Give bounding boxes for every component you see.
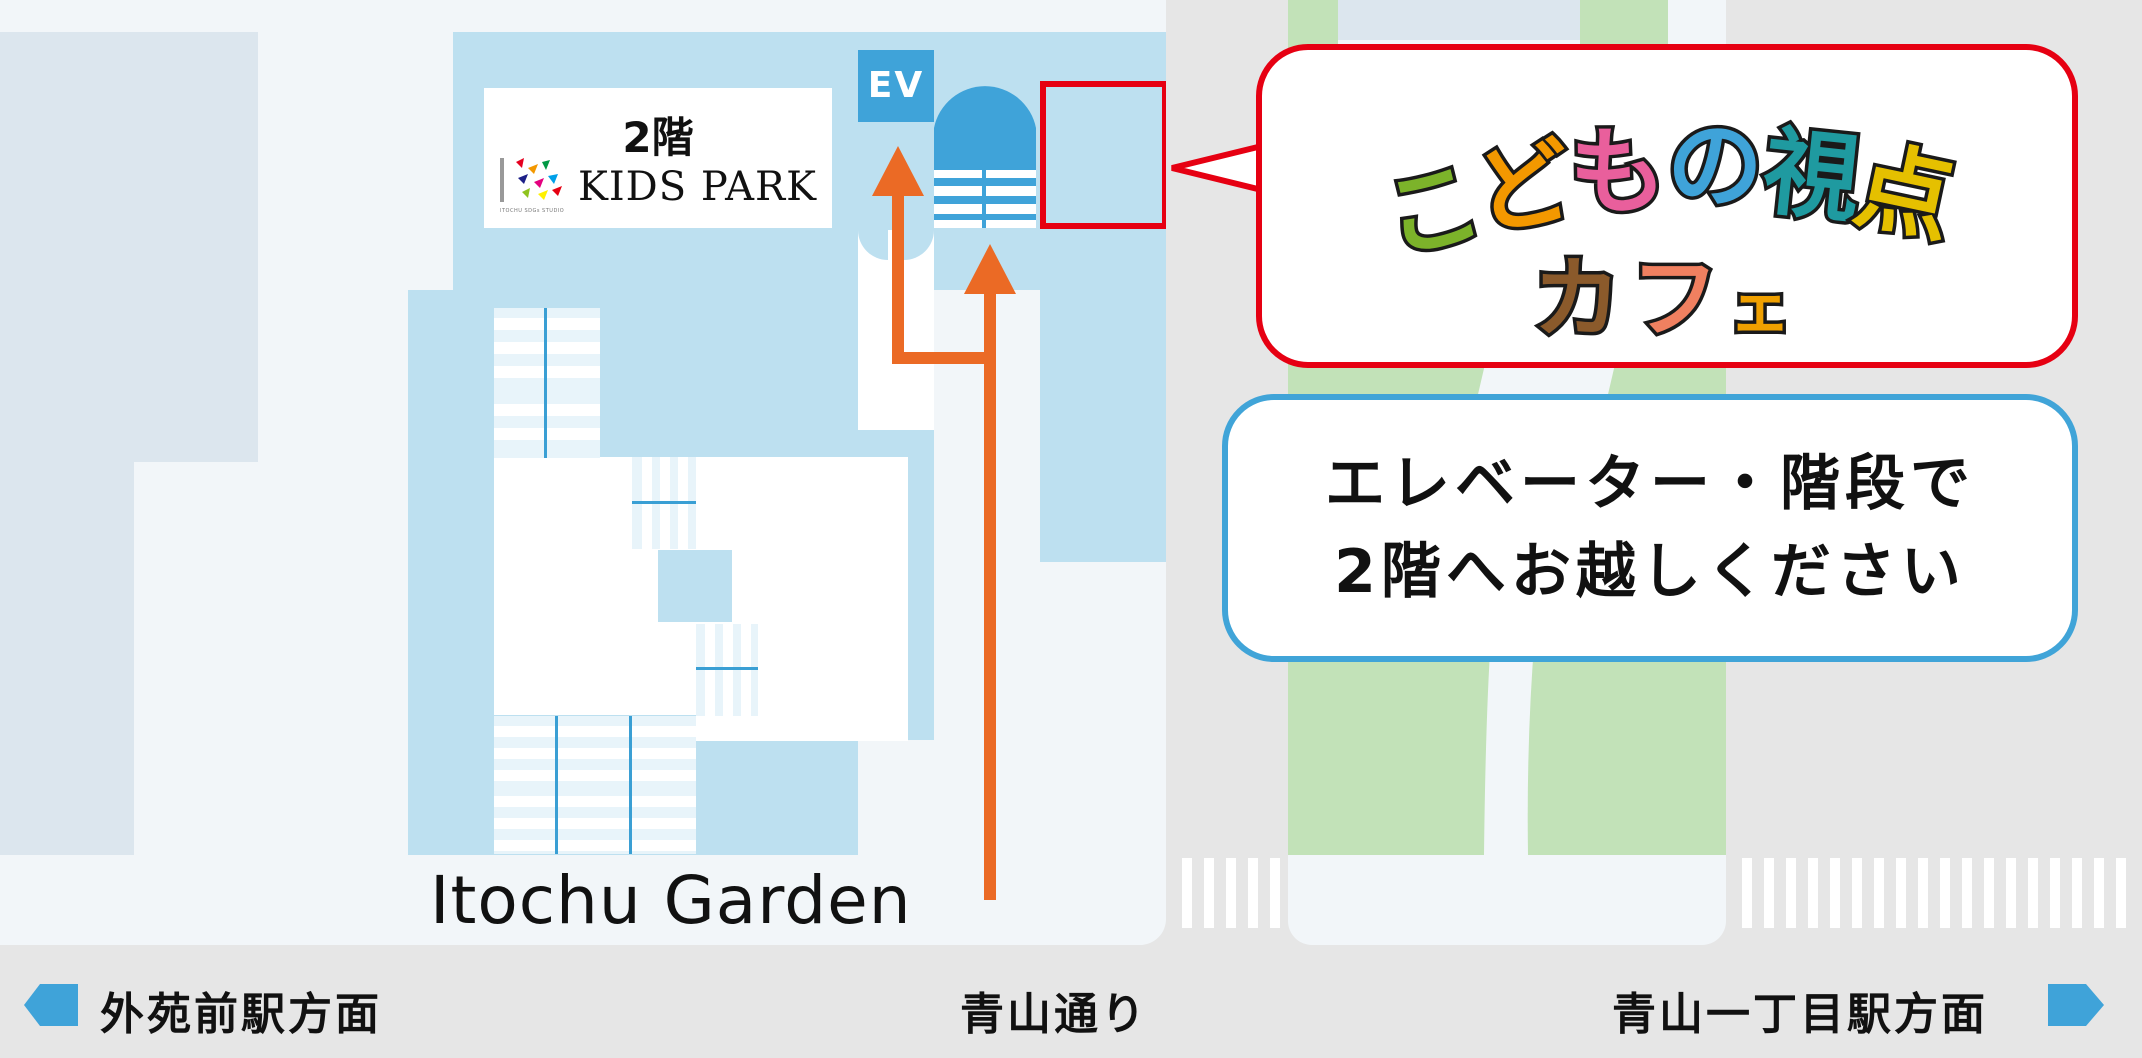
building-name: Itochu Garden (430, 862, 912, 939)
cafe-callout: こどもの視点 カフェ (1256, 44, 2078, 368)
route-arrows (892, 192, 996, 900)
cafe-char: カ (1529, 244, 1631, 354)
elevator-label: EV (858, 50, 934, 122)
floor-label-card: 2階 ITOCHU SDGs STUDIO KIDS PARK (484, 88, 832, 228)
instruction-line1: エレベーター・階段で (1325, 449, 1975, 519)
right-building (1338, 0, 1580, 40)
crosswalk-right (1742, 858, 2126, 928)
stair-entrance (934, 86, 1036, 228)
neighbor-building-2 (0, 462, 134, 855)
staircase-south (494, 716, 696, 854)
cafe-location-box (1040, 81, 1168, 229)
left-direction-arrow-icon (24, 984, 78, 1026)
arrow-head-stairs (964, 244, 1016, 294)
left-direction-label: 外苑前駅方面 (100, 989, 382, 1040)
arrow-head-elevator (872, 146, 924, 196)
logo-text: ITOCHU SDGs STUDIO (500, 208, 565, 214)
cafe-title-line2: カフェ (1262, 228, 2072, 355)
itochu-sdgs-logo-icon (500, 158, 562, 202)
instruction-line2: 2階へお越しください (1334, 537, 1966, 607)
cafe-title-line1: こどもの視点 (1262, 94, 2072, 281)
atrium-notch (696, 715, 908, 741)
staircase-middle (632, 457, 696, 549)
neighbor-building-1 (0, 32, 258, 462)
right-direction-arrow-icon (2048, 984, 2104, 1026)
door-swing (858, 230, 888, 260)
crosswalk-left (1182, 858, 1280, 928)
instruction-callout: エレベーター・階段で 2階へお越しください (1222, 394, 2078, 662)
landing-square (658, 550, 732, 622)
floor-number: 2階 (622, 113, 694, 162)
door-swing-2 (904, 230, 934, 260)
east-corridor (1040, 562, 1166, 855)
cafe-char: ェ (1725, 268, 1802, 348)
kids-park-label: KIDS PARK (578, 164, 817, 210)
cafe-char: も (1562, 109, 1675, 235)
staircase-west (494, 308, 600, 458)
right-direction-label: 青山一丁目駅方面 (1612, 989, 1988, 1040)
street-name-label: 青山通り (960, 989, 1148, 1040)
cafe-char: の (1664, 107, 1767, 226)
cafe-char: フ (1627, 244, 1729, 354)
staircase-east (696, 624, 758, 716)
